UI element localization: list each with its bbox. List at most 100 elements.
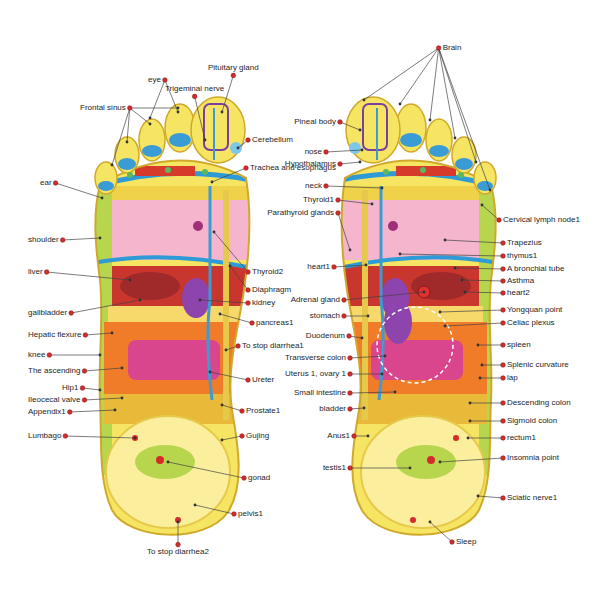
organ-label: Insomnia point bbox=[507, 454, 559, 463]
leader-end bbox=[359, 129, 362, 132]
leader-dot bbox=[60, 238, 65, 243]
leader-end bbox=[349, 249, 352, 252]
leader-line bbox=[210, 372, 248, 380]
leader-line bbox=[214, 232, 248, 272]
leader-end bbox=[209, 371, 212, 374]
leader-line bbox=[470, 421, 503, 422]
organ-label: gonad bbox=[248, 474, 270, 483]
organ-label: Ileocecal valve bbox=[28, 396, 80, 405]
organ-label: Yongquan point bbox=[507, 306, 562, 315]
leader-line bbox=[468, 438, 503, 439]
leader-end bbox=[469, 402, 472, 405]
organ-label: Pituitary gland bbox=[208, 64, 259, 73]
leader-dot bbox=[232, 512, 237, 517]
leader-end bbox=[139, 299, 142, 302]
organ-label: Appendix1 bbox=[28, 408, 66, 417]
leader-dot bbox=[501, 267, 506, 272]
leader-end bbox=[444, 239, 447, 242]
leader-line bbox=[230, 266, 248, 290]
leader-end bbox=[221, 404, 224, 407]
leader-dot bbox=[501, 456, 506, 461]
leader-line bbox=[71, 300, 140, 313]
leader-end bbox=[149, 117, 152, 120]
leader-end bbox=[439, 311, 442, 314]
leader-line bbox=[338, 213, 350, 250]
organ-label: heart2 bbox=[507, 289, 530, 298]
leader-line bbox=[84, 368, 122, 371]
organ-label: A bronchial tube bbox=[507, 265, 564, 274]
leader-line bbox=[350, 356, 385, 358]
leader-line bbox=[439, 48, 476, 162]
leader-line bbox=[350, 374, 382, 375]
leader-dot bbox=[501, 401, 506, 406]
leader-end bbox=[479, 377, 482, 380]
leader-dot bbox=[250, 321, 255, 326]
leader-line bbox=[439, 48, 455, 138]
leader-end bbox=[439, 461, 442, 464]
organ-label: bladder bbox=[319, 405, 346, 414]
leader-dot bbox=[501, 291, 506, 296]
leader-end bbox=[367, 315, 370, 318]
leader-dot bbox=[192, 94, 197, 99]
leader-dot bbox=[348, 372, 353, 377]
organ-label: Anus1 bbox=[327, 432, 350, 441]
leader-dot bbox=[332, 265, 337, 270]
leader-end bbox=[359, 161, 362, 164]
leader-line bbox=[430, 522, 452, 542]
leader-end bbox=[461, 279, 464, 282]
leader-end bbox=[199, 299, 202, 302]
organ-label: Frontal sinus bbox=[80, 104, 126, 113]
leader-line bbox=[440, 310, 503, 312]
leader-line bbox=[49, 355, 100, 356]
organ-label: Parathyroid glands bbox=[267, 209, 334, 218]
leader-line bbox=[85, 333, 112, 335]
organ-label: Asthma bbox=[507, 277, 534, 286]
leader-dot bbox=[338, 162, 343, 167]
leader-dot bbox=[501, 308, 506, 313]
organ-label: pancreas1 bbox=[256, 319, 293, 328]
leader-dot bbox=[324, 184, 329, 189]
leader-dot bbox=[501, 321, 506, 326]
leader-line bbox=[350, 392, 395, 393]
organ-label: Cervical lymph node1 bbox=[503, 216, 580, 225]
leader-end bbox=[423, 291, 426, 294]
leader-dot bbox=[83, 333, 88, 338]
leader-line bbox=[168, 462, 244, 478]
leader-dot bbox=[127, 106, 132, 111]
organ-label: kidney bbox=[252, 299, 275, 308]
leader-dot bbox=[176, 542, 181, 547]
leader-dot bbox=[324, 150, 329, 155]
organ-label: stomach bbox=[310, 312, 340, 321]
leader-end bbox=[225, 349, 228, 352]
organ-label: Trigeminal nerve bbox=[165, 85, 224, 94]
leader-line bbox=[220, 314, 252, 323]
leader-dot bbox=[47, 353, 52, 358]
solar-plexus-ring bbox=[377, 307, 453, 383]
leader-end bbox=[363, 99, 366, 102]
leader-end bbox=[454, 137, 457, 140]
leader-dot bbox=[246, 270, 251, 275]
leader-dot bbox=[501, 241, 506, 246]
organ-label: Celiac plexus bbox=[507, 319, 555, 328]
organ-label: Prostate1 bbox=[246, 407, 280, 416]
leader-line bbox=[445, 323, 503, 326]
organ-label: Pineal body bbox=[294, 118, 336, 127]
leader-end bbox=[489, 189, 492, 192]
leader-end bbox=[121, 397, 124, 400]
leader-line bbox=[70, 410, 115, 412]
leader-end bbox=[204, 139, 207, 142]
leader-line bbox=[65, 436, 135, 438]
organ-label: Cerebellum bbox=[252, 136, 293, 145]
leader-line bbox=[222, 75, 233, 112]
leader-line bbox=[47, 272, 130, 280]
leader-dot bbox=[80, 386, 85, 391]
leader-end bbox=[213, 231, 216, 234]
left-foot bbox=[88, 97, 252, 535]
organ-label: Lumbago bbox=[28, 432, 61, 441]
leader-dot bbox=[501, 419, 506, 424]
leader-line bbox=[482, 205, 499, 220]
leader-end bbox=[99, 389, 102, 392]
leader-line bbox=[178, 522, 179, 545]
leader-dot bbox=[497, 218, 502, 223]
organ-label: Adrenal gland bbox=[291, 296, 340, 305]
